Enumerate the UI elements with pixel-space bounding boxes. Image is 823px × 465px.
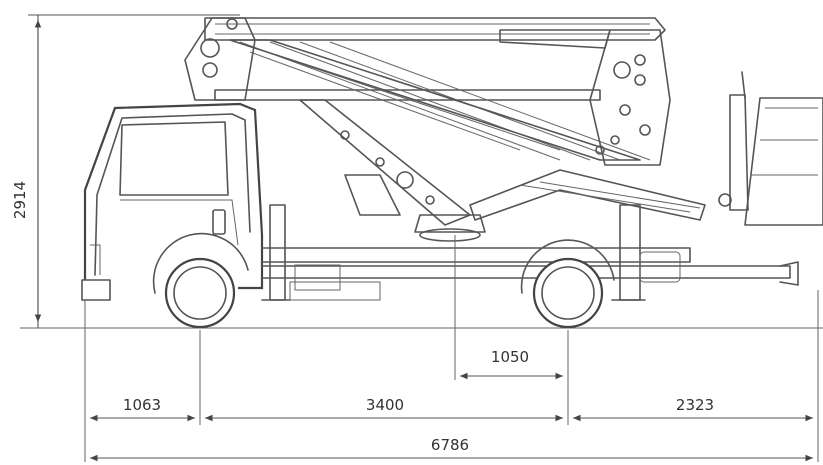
rear-overhang-label: 2323 bbox=[676, 396, 714, 414]
rear-wheel bbox=[520, 239, 615, 329]
front-wheel bbox=[152, 232, 249, 329]
overall-height-label: 2914 bbox=[11, 181, 29, 219]
wheelbase-label: 3400 bbox=[366, 396, 404, 414]
truck-cab bbox=[81, 102, 264, 301]
chassis-frame bbox=[261, 204, 799, 301]
overall-length-label: 6786 bbox=[431, 436, 469, 454]
turret-offset-label: 1050 bbox=[491, 348, 529, 366]
dimension-lines bbox=[28, 14, 819, 462]
work-basket bbox=[718, 71, 823, 226]
front-overhang-label: 1063 bbox=[123, 396, 161, 414]
boom-assembly bbox=[184, 17, 706, 242]
